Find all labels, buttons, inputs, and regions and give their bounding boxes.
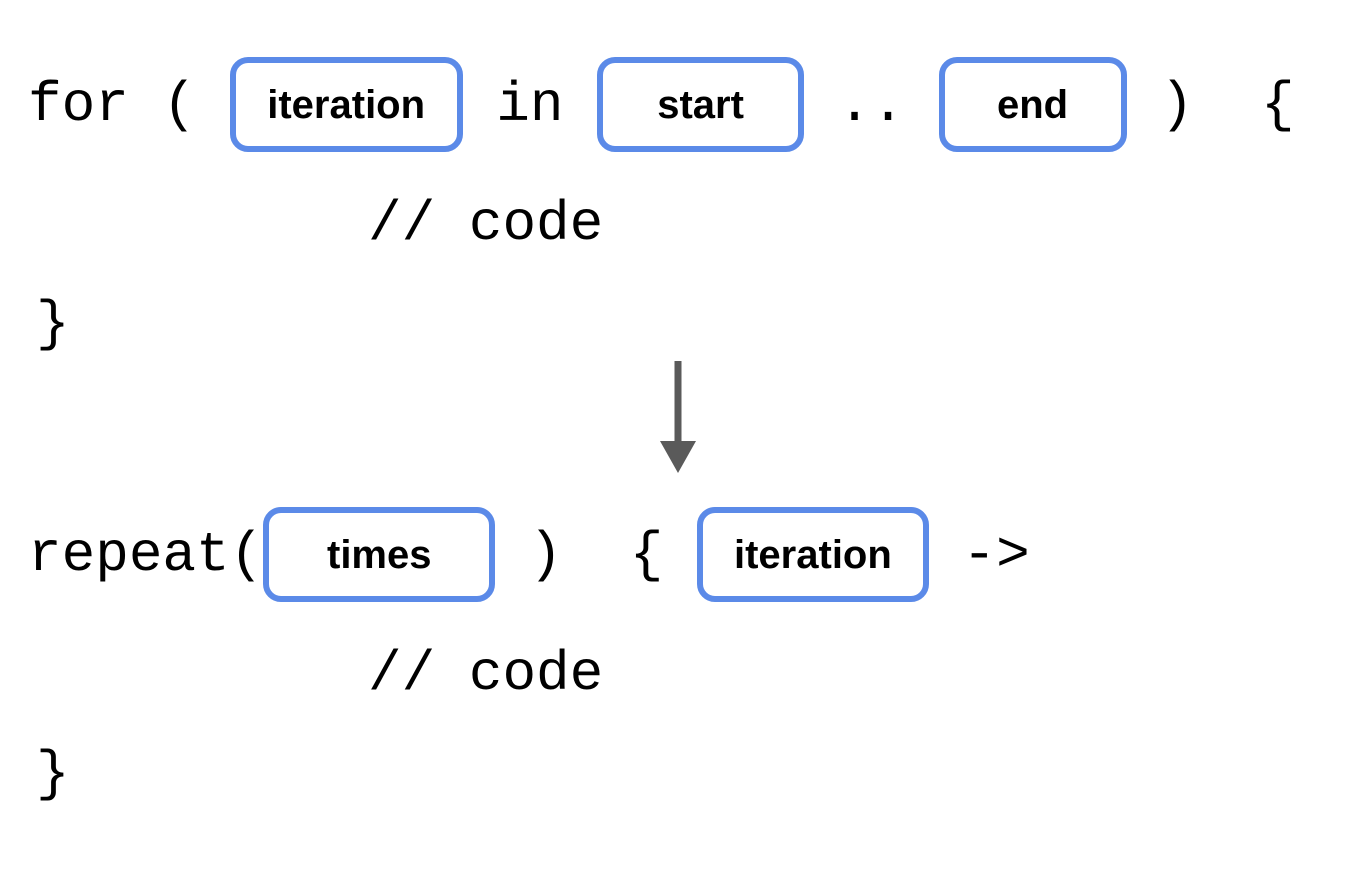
space-5 [804, 77, 838, 133]
for-loop-closing-brace: } [36, 292, 70, 356]
slot-range-start[interactable]: start [597, 57, 805, 152]
repeat-function: repeat( [28, 522, 264, 587]
lambda-open-brace: { [629, 522, 664, 587]
repeat-close-paren: ) [528, 522, 563, 587]
space-11 [929, 527, 963, 583]
close-paren-open-brace: ) { [1160, 72, 1295, 137]
range-operator: .. [837, 72, 905, 137]
space-8 [495, 527, 529, 583]
space-4 [563, 77, 597, 133]
open-paren: ( [162, 72, 197, 137]
slot-times-count[interactable]: times [263, 507, 496, 602]
transform-arrow [650, 355, 710, 480]
in-keyword: in [496, 72, 564, 137]
space-1 [129, 77, 163, 133]
space-3 [463, 77, 497, 133]
space-9 [562, 527, 629, 583]
space-10 [663, 527, 697, 583]
repeat-body-comment: // code [200, 642, 604, 706]
repeat-signature-line: repeat( times ) { iteration -> [28, 507, 1030, 602]
for-loop-signature-line: for ( iteration in start .. end ) { [28, 57, 1295, 152]
slot-range-end[interactable]: end [938, 57, 1127, 152]
space-6 [905, 77, 939, 133]
for-loop-body-comment: // code [200, 192, 604, 256]
repeat-closing-brace: } [36, 742, 70, 806]
space-7 [1127, 77, 1161, 133]
slot-iteration-variable[interactable]: iteration [229, 57, 463, 152]
lambda-arrow: -> [962, 522, 1030, 587]
space-2 [196, 77, 230, 133]
slot-iteration-parameter[interactable]: iteration [696, 507, 929, 602]
for-keyword: for [28, 72, 129, 137]
